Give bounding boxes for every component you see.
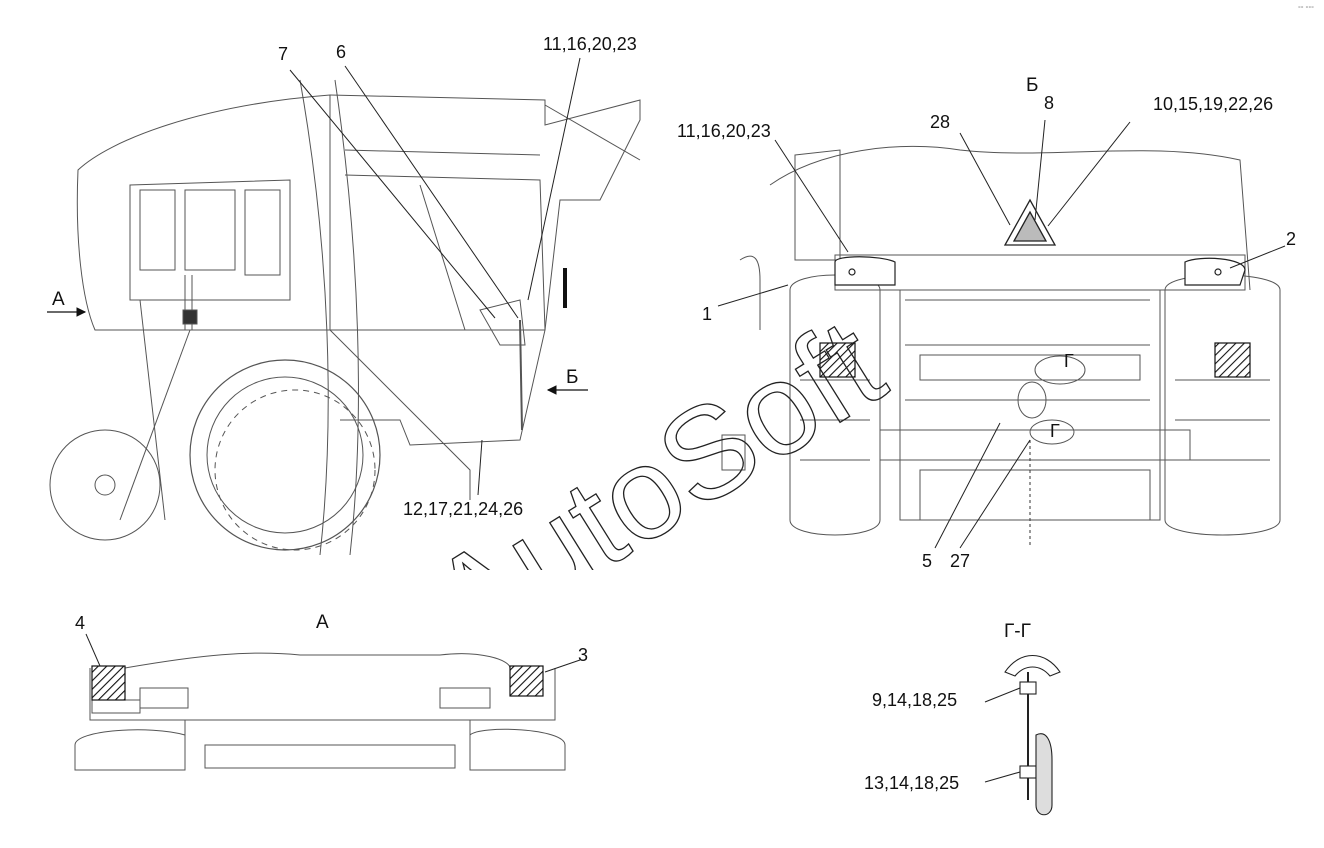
rear-lamp-right-hatched	[1214, 342, 1251, 378]
callout-5: 5	[922, 551, 933, 571]
callout-13: 13,14,18,25	[864, 773, 960, 793]
callout-6: 6	[336, 42, 347, 62]
view-label-B: Б	[1026, 75, 1039, 96]
section-mark-G-1: Г	[1064, 351, 1074, 371]
callout-8: 8	[1044, 93, 1055, 113]
callout-11-right: 11,16,20,23	[677, 121, 771, 141]
leader-lines-side	[289, 57, 581, 496]
callout-11-left: 11,16,20,23	[543, 34, 637, 54]
callout-12: 12,17,21,24,26	[403, 499, 524, 519]
callout-4: 4	[75, 613, 86, 633]
slow-vehicle-triangle	[1003, 198, 1057, 246]
section-mark-G-2: Г	[1050, 421, 1060, 441]
front-lamp-left-hatched	[91, 665, 126, 701]
watermark-text: AutoSoft	[406, 290, 906, 570]
rear-view-combine	[721, 145, 1281, 545]
front-view-A	[74, 652, 566, 771]
rear-lamp-left-hatched	[819, 342, 856, 378]
callout-10: 10,15,19,22,26	[1153, 94, 1274, 114]
corner-mark: °° °°°	[1298, 6, 1314, 13]
view-label-A-arrow: А	[52, 289, 65, 310]
section-label-G-G: Г-Г	[1004, 621, 1031, 642]
callout-3: 3	[578, 645, 589, 665]
view-arrow-A	[47, 307, 87, 317]
view-arrow-B	[546, 385, 588, 395]
callout-2: 2	[1286, 229, 1297, 249]
section-G-G	[984, 655, 1061, 816]
callout-27: 27	[950, 551, 971, 571]
rear-lamp-brackets	[834, 256, 1246, 286]
callout-1: 1	[702, 304, 713, 324]
callout-7: 7	[278, 44, 289, 64]
side-view-combine	[49, 79, 641, 556]
callout-9: 9,14,18,25	[872, 690, 958, 710]
view-label-A: А	[316, 612, 329, 633]
front-lamp-right-hatched	[509, 665, 544, 697]
autosoft-watermark: AutoSoft	[405, 289, 907, 570]
leader-lines-front	[85, 633, 581, 673]
callout-28: 28	[930, 112, 951, 132]
leader-lines-rear	[717, 119, 1286, 549]
view-label-B-arrow: Б	[566, 367, 579, 388]
